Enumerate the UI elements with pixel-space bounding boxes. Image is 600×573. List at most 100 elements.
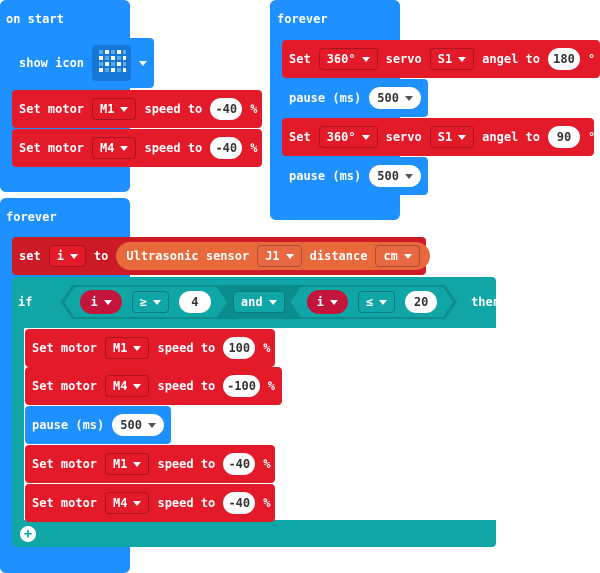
chevron-down-icon [133, 500, 142, 506]
operator-dropdown[interactable]: ≤ [358, 291, 395, 313]
chevron-down-icon[interactable] [139, 60, 147, 66]
pause-label: pause (ms) [32, 418, 105, 432]
set-motor-block-m1-fwd[interactable]: Set motor M1 speed to 100 % [25, 329, 275, 367]
forever-label: forever [277, 12, 328, 26]
variable-pill[interactable]: i [307, 290, 348, 314]
chevron-down-icon [120, 106, 129, 112]
then-label: then [471, 295, 500, 309]
motor-dropdown[interactable]: M4 [105, 375, 150, 397]
pause-input[interactable]: 500 [369, 87, 421, 109]
set-servo-block-2[interactable]: Set 360° servo S1 angel to 90 ° [282, 118, 596, 156]
compare-block-2[interactable]: i ≤ 20 [291, 287, 453, 317]
percent-label: % [250, 102, 258, 116]
port-dropdown[interactable]: J1 [257, 245, 302, 267]
angel-label: angel to [482, 52, 540, 66]
percent-label: % [267, 379, 275, 393]
speed-input[interactable]: -40 [210, 137, 243, 159]
chevron-down-icon [120, 145, 129, 151]
compare-input[interactable]: 4 [179, 291, 211, 313]
set-motor-block-m4-start[interactable]: Set motor M4 speed to -40 % [12, 129, 262, 167]
motor-value: M1 [113, 341, 128, 355]
set-motor-label: Set motor [19, 102, 85, 116]
if-label: if [18, 295, 33, 309]
operator-dropdown[interactable]: ≥ [132, 291, 169, 313]
if-header: if i ≥ 4 and i ≤ 20 then [12, 277, 500, 327]
set-motor-block-m4-back[interactable]: Set motor M4 speed to -40 % [25, 484, 275, 522]
on-start-label: on start [6, 12, 64, 26]
compare-input[interactable]: 20 [405, 291, 437, 313]
pause-block-1[interactable]: pause (ms) 500 [282, 79, 428, 117]
set-motor-block-m1-back[interactable]: Set motor M1 speed to -40 % [25, 445, 275, 483]
motor-value: M4 [113, 379, 128, 393]
angle-input[interactable]: 180 [547, 48, 580, 70]
motor-dropdown[interactable]: M1 [105, 337, 150, 359]
unit-value: cm [383, 249, 398, 263]
set-label: Set [289, 130, 311, 144]
unit-dropdown[interactable]: cm [375, 245, 420, 267]
percent-label: % [263, 496, 271, 510]
motor-dropdown[interactable]: M4 [92, 137, 137, 159]
percent-label: % [263, 341, 271, 355]
set-motor-block-m1-start[interactable]: Set motor M1 speed to -40 % [12, 90, 262, 128]
motor-dropdown[interactable]: M1 [92, 98, 137, 120]
distance-label: distance [309, 249, 368, 263]
chevron-down-icon [133, 383, 142, 389]
led-matrix-icon[interactable] [92, 45, 131, 81]
show-icon-block[interactable]: show icon [12, 38, 154, 88]
motor-dropdown[interactable]: M1 [105, 453, 150, 475]
angle-input[interactable]: 90 [547, 126, 580, 148]
set-motor-label: Set motor [32, 457, 98, 471]
set-motor-label: Set motor [32, 379, 98, 393]
var-value: i [90, 295, 98, 309]
port-value: S1 [437, 52, 453, 66]
set-servo-block-1[interactable]: Set 360° servo S1 angel to 180 ° [282, 40, 600, 78]
speed-input[interactable]: -40 [223, 492, 256, 514]
set-motor-label: Set motor [32, 496, 98, 510]
pause-label: pause (ms) [289, 169, 362, 183]
speed-label: speed to [157, 341, 216, 355]
chevron-down-icon [153, 300, 161, 305]
ultrasonic-sensor-block[interactable]: Ultrasonic sensor J1 distance cm [116, 242, 430, 270]
set-label: set [19, 249, 41, 263]
variable-pill[interactable]: i [80, 290, 121, 314]
speed-input[interactable]: -40 [210, 98, 243, 120]
motor-dropdown[interactable]: M4 [105, 492, 150, 514]
chevron-down-icon [458, 56, 467, 62]
set-variable-block[interactable]: set i to Ultrasonic sensor J1 distance c… [12, 237, 430, 275]
chevron-down-icon [133, 345, 142, 351]
servo-label: servo [385, 52, 422, 66]
pause-block-2[interactable]: pause (ms) 500 [282, 157, 428, 195]
if-block-spine [12, 328, 24, 520]
degree-label: ° [587, 130, 596, 144]
set-motor-block-m4-fwd[interactable]: Set motor M4 speed to -100 % [25, 367, 282, 405]
speed-input[interactable]: 100 [223, 337, 256, 359]
pause-input[interactable]: 500 [112, 414, 164, 436]
add-else-button[interactable]: + [20, 526, 36, 542]
port-value: S1 [437, 130, 453, 144]
operator-value: ≤ [365, 295, 374, 309]
and-value: and [240, 295, 263, 309]
percent-label: % [263, 457, 271, 471]
pause-block-3[interactable]: pause (ms) 500 [25, 406, 171, 444]
speed-input[interactable]: -40 [223, 453, 256, 475]
servo-port-dropdown[interactable]: S1 [429, 48, 475, 70]
speed-input[interactable]: -100 [223, 375, 260, 397]
set-motor-label: Set motor [19, 141, 85, 155]
speed-label: speed to [144, 102, 203, 116]
chevron-down-icon [285, 253, 294, 259]
servo-mode-dropdown[interactable]: 360° [318, 126, 378, 148]
pause-value: 500 [377, 91, 399, 105]
chevron-down-icon [458, 134, 467, 140]
servo-mode-dropdown[interactable]: 360° [318, 48, 378, 70]
operator-value: ≥ [139, 295, 147, 309]
and-condition[interactable]: i ≥ 4 and i ≤ 20 [60, 285, 457, 319]
pause-value: 500 [377, 169, 399, 183]
compare-block-1[interactable]: i ≥ 4 [64, 287, 226, 317]
variable-dropdown[interactable]: i [48, 245, 86, 267]
servo-port-dropdown[interactable]: S1 [429, 126, 475, 148]
pause-label: pause (ms) [289, 91, 362, 105]
motor-value: M4 [100, 141, 115, 155]
chevron-down-icon [147, 422, 156, 428]
pause-input[interactable]: 500 [369, 165, 421, 187]
and-dropdown[interactable]: and [233, 291, 285, 313]
